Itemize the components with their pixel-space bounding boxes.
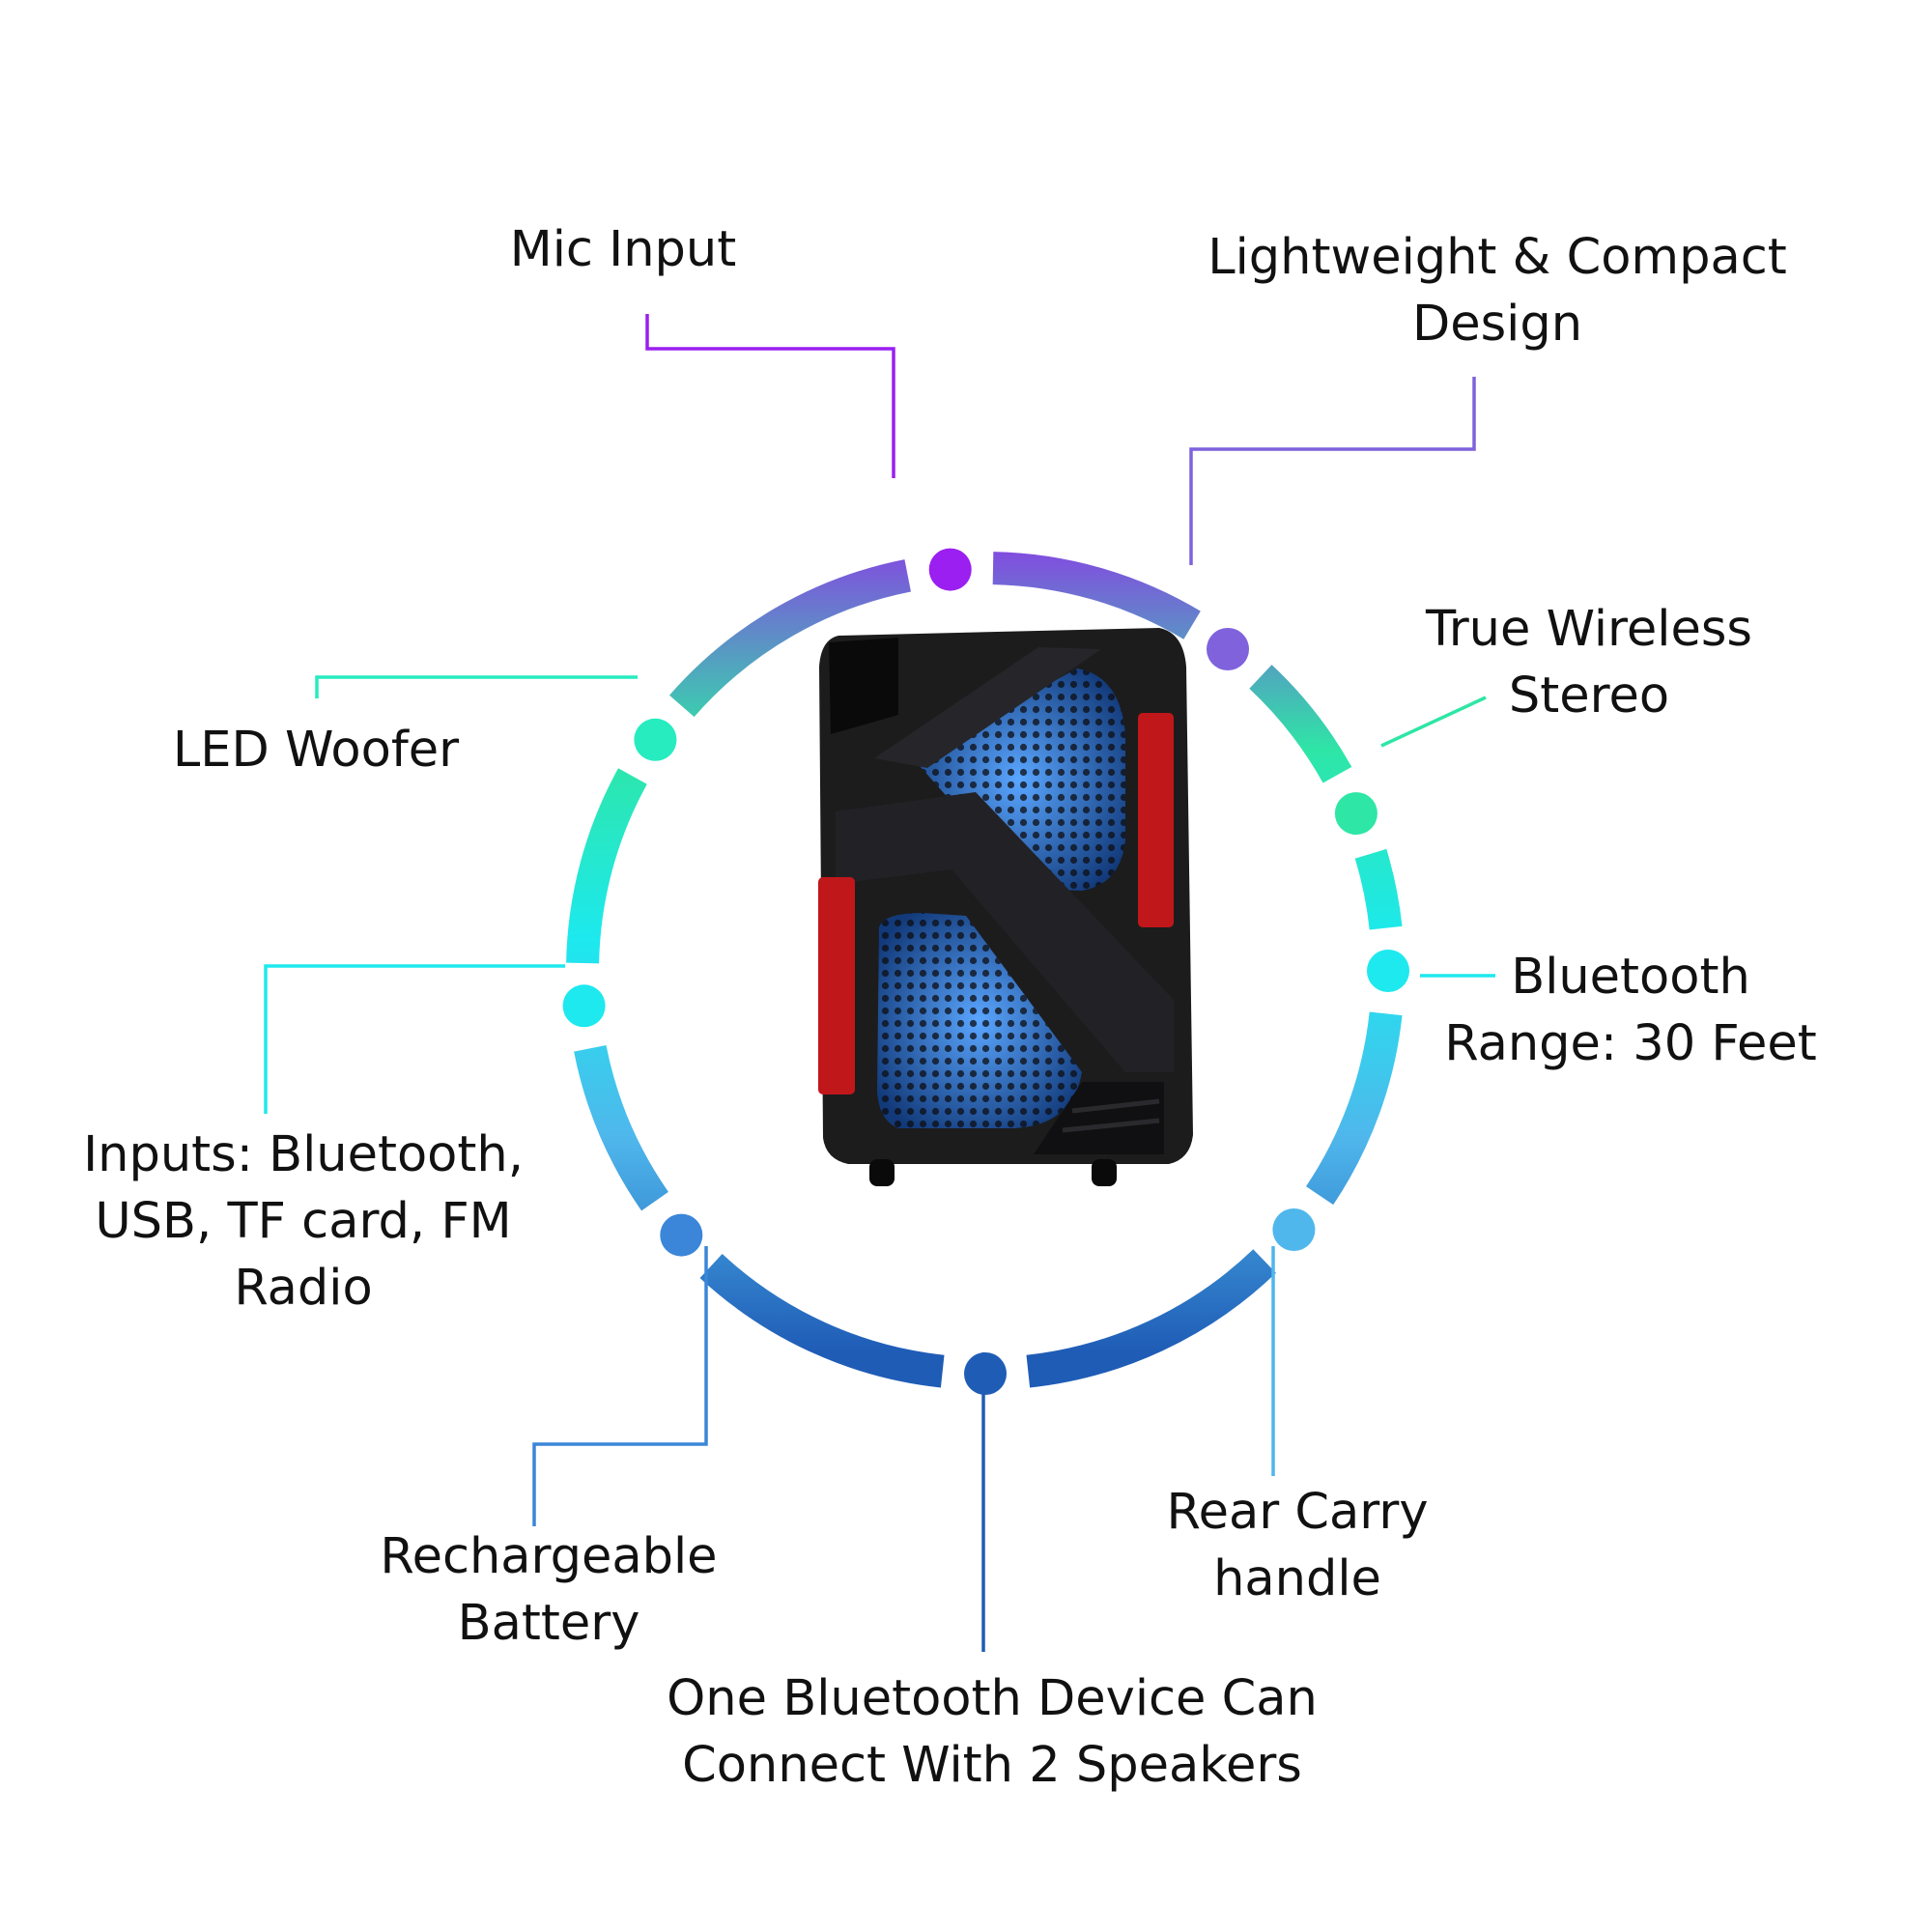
label-line: True Wireless xyxy=(1425,601,1752,658)
label-line: Lightweight & Compact xyxy=(1208,229,1787,286)
ring-dot-inputs xyxy=(562,984,606,1028)
label-line: Radio xyxy=(234,1260,372,1317)
connector-led-woofer xyxy=(315,675,638,698)
label-line: Stereo xyxy=(1509,668,1669,724)
ring-dot-rechargeable-battery xyxy=(660,1213,703,1257)
ring-dot-one-device-two-speakers xyxy=(964,1352,1007,1395)
ring-dot-rear-carry-handle xyxy=(1272,1208,1316,1251)
ring-arc-segment xyxy=(574,1044,669,1211)
ring-arc-segment xyxy=(566,768,647,964)
gradient-ring xyxy=(566,552,1403,1388)
label-line: LED Woofer xyxy=(173,722,459,779)
label-line: Inputs: Bluetooth, xyxy=(83,1126,524,1183)
ring-arc-segment xyxy=(699,1253,945,1388)
connector-lightweight-compact xyxy=(1189,377,1476,565)
ring-arc-segment xyxy=(992,552,1201,639)
label-line: handle xyxy=(1213,1550,1381,1607)
label-mic-input: Mic Input xyxy=(510,221,736,278)
ring-arc-segment xyxy=(1354,848,1403,930)
connector-lines xyxy=(264,314,1495,1652)
label-rear-carry-handle: Rear Carry handle xyxy=(1166,1484,1428,1607)
ring-dot-bluetooth-range xyxy=(1367,950,1409,992)
label-line: USB, TF card, FM xyxy=(95,1193,511,1250)
ring-dots xyxy=(562,548,1409,1395)
label-inputs: Inputs: Bluetooth, USB, TF card, FM Radio xyxy=(83,1126,524,1317)
connector-true-wireless-stereo xyxy=(1380,696,1487,748)
label-line: Design xyxy=(1412,296,1582,353)
ring-dot-true-wireless-stereo xyxy=(1334,792,1378,836)
label-line: Range: 30 Feet xyxy=(1444,1015,1816,1072)
connector-mic-input xyxy=(645,314,895,478)
connector-inputs xyxy=(264,964,565,1114)
label-line: Rechargeable xyxy=(380,1528,717,1585)
label-line: Bluetooth xyxy=(1511,949,1750,1006)
label-line: Battery xyxy=(458,1595,640,1652)
connector-rechargeable-battery xyxy=(532,1246,708,1526)
label-line: Mic Input xyxy=(510,221,736,278)
label-led-woofer: LED Woofer xyxy=(173,722,459,779)
ring-dot-mic-input xyxy=(928,548,972,591)
label-line: One Bluetooth Device Can xyxy=(667,1670,1318,1727)
ring-arc-segment xyxy=(1305,1011,1403,1206)
ring-dot-led-woofer xyxy=(634,718,677,761)
ring-dot-lightweight-compact xyxy=(1207,628,1249,670)
ring-arc-segment xyxy=(668,559,912,718)
label-line: Rear Carry xyxy=(1166,1484,1428,1541)
ring-arc-segment xyxy=(1026,1249,1276,1388)
label-line: Connect With 2 Speakers xyxy=(682,1737,1302,1794)
ring-arc-segment xyxy=(1249,665,1352,783)
portable-speaker-icon xyxy=(818,628,1193,1186)
